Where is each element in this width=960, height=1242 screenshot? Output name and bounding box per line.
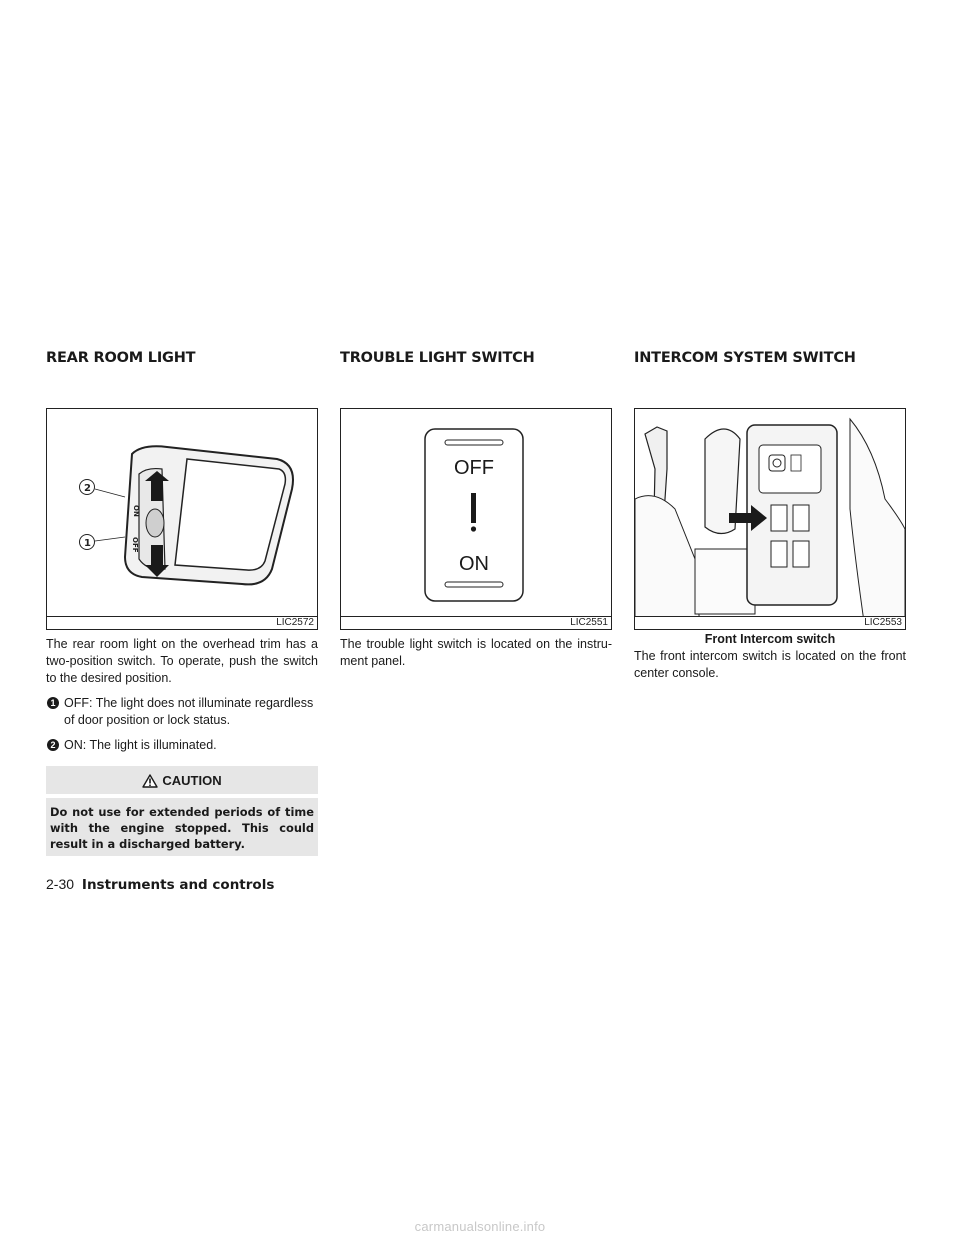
callout-2: 2 [84, 483, 91, 494]
trouble-light-heading: TROUBLE LIGHT SWITCH [340, 350, 535, 366]
list-item-on: 2 ON: The light is illuminated. [46, 737, 318, 754]
list-item-off: 1 OFF: The light does not illuminate reg… [46, 695, 318, 729]
rear-room-light-illustration: ON OFF 2 1 [79, 445, 294, 586]
watermark-text[interactable]: carmanualsonline.info [414, 1219, 546, 1234]
rear-room-light-figure: ON OFF 2 1 LIC2572 [46, 408, 318, 630]
figure-id: LIC2572 [276, 617, 314, 628]
callout-1: 1 [84, 538, 91, 549]
figure-id: LIC2551 [570, 617, 608, 628]
caution-divider [46, 794, 318, 798]
number-badge-2: 2 [47, 739, 59, 751]
warning-triangle-icon [142, 773, 159, 788]
intercom-caption: Front Intercom switch [704, 632, 836, 646]
intercom-section: INTERCOM SYSTEM SWITCH LIC2553 Fr [634, 350, 906, 682]
switch-on-mark: ON [132, 505, 140, 517]
intercom-figure: LIC2553 [634, 408, 906, 630]
figure-id: LIC2553 [864, 617, 902, 628]
rear-room-light-section: REAR ROOM LIGHT ON OFF 2 1 LIC2572 The r… [46, 350, 318, 856]
intercom-illustration [635, 417, 905, 629]
trouble-light-section: TROUBLE LIGHT SWITCH OFF ON LIC2551 The … [340, 350, 612, 670]
intercom-heading: INTERCOM SYSTEM SWITCH [634, 350, 856, 366]
caution-body: Do not use for extended periods of time … [50, 805, 314, 851]
switch-off-mark: OFF [131, 537, 139, 553]
figure-id-bar [341, 616, 611, 629]
list-item-text: ON: The light is illuminated. [64, 738, 217, 752]
trouble-light-text: The trouble light switch is located on t… [340, 637, 612, 668]
page-footer: 2-30 Instruments and controls [46, 876, 274, 893]
switch-off-label: OFF [454, 457, 494, 479]
intercom-text: The front intercom switch is located on … [634, 649, 906, 680]
figure-id-bar [47, 616, 317, 629]
caution-box: CAUTION Do not use for extended periods … [46, 766, 318, 856]
trouble-light-figure: OFF ON LIC2551 [340, 408, 612, 630]
trouble-light-illustration: OFF ON [424, 428, 524, 602]
list-item-text: OFF: The light does not illuminate regar… [64, 696, 314, 727]
caution-title: CAUTION [162, 773, 222, 788]
rear-room-light-heading: REAR ROOM LIGHT [46, 350, 196, 366]
switch-on-label: ON [459, 553, 489, 575]
section-title: Instruments and controls [81, 877, 275, 893]
caution-header: CAUTION [46, 766, 318, 794]
rear-room-light-intro: The rear room light on the overhead trim… [46, 637, 318, 685]
page-number: 2-30 [46, 876, 75, 892]
figure-id-bar [635, 616, 905, 629]
number-badge-1: 1 [47, 697, 59, 709]
